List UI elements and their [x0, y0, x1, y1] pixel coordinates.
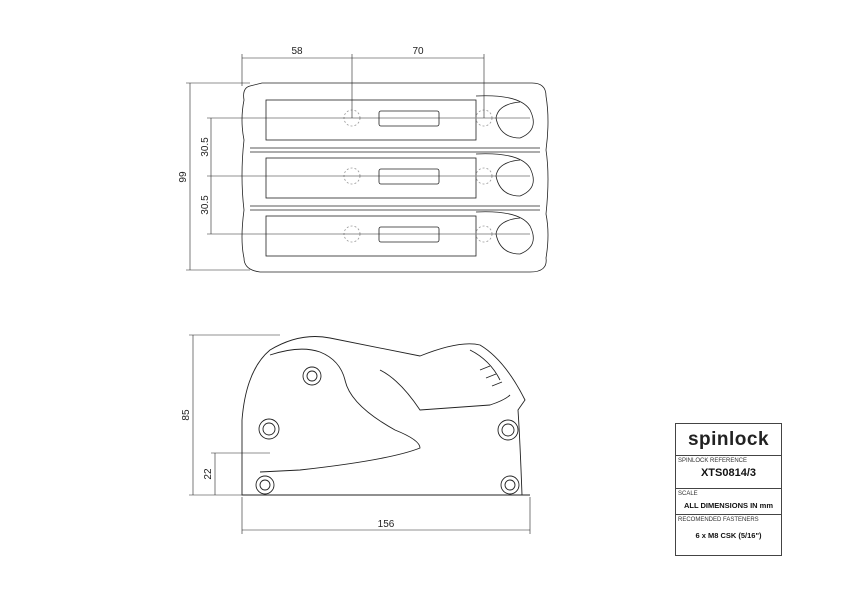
reference-label: SPINLOCK REFERENCE [678, 458, 748, 464]
dim-70: 70 [412, 46, 424, 57]
spinlock-logo: spinlock [676, 424, 781, 456]
dim-22: 22 [203, 468, 214, 480]
fasteners-value: 6 x M8 CSK (5/16") [695, 531, 762, 540]
track-1 [250, 95, 540, 153]
dim-99: 99 [178, 171, 189, 183]
dim-30-5-b: 30.5 [200, 195, 211, 215]
top-view-dimensions [186, 54, 530, 271]
title-block: spinlock SPINLOCK REFERENCE XTS0814/3 SC… [675, 423, 782, 556]
scale-value: ALL DIMENSIONS IN mm [683, 501, 774, 510]
dim-30-5-a: 30.5 [200, 137, 211, 157]
dim-58: 58 [291, 46, 303, 57]
dim-156: 156 [378, 519, 395, 530]
top-view [241, 82, 549, 273]
side-view [241, 336, 530, 496]
reference-value: XTS0814/3 [700, 467, 757, 479]
side-view-dimensions [189, 334, 531, 534]
dim-85: 85 [181, 409, 192, 421]
fasteners-label: RECOMENDED FASTENERS [678, 517, 759, 523]
scale-label: SCALE [678, 491, 698, 497]
track-2 [250, 153, 540, 211]
